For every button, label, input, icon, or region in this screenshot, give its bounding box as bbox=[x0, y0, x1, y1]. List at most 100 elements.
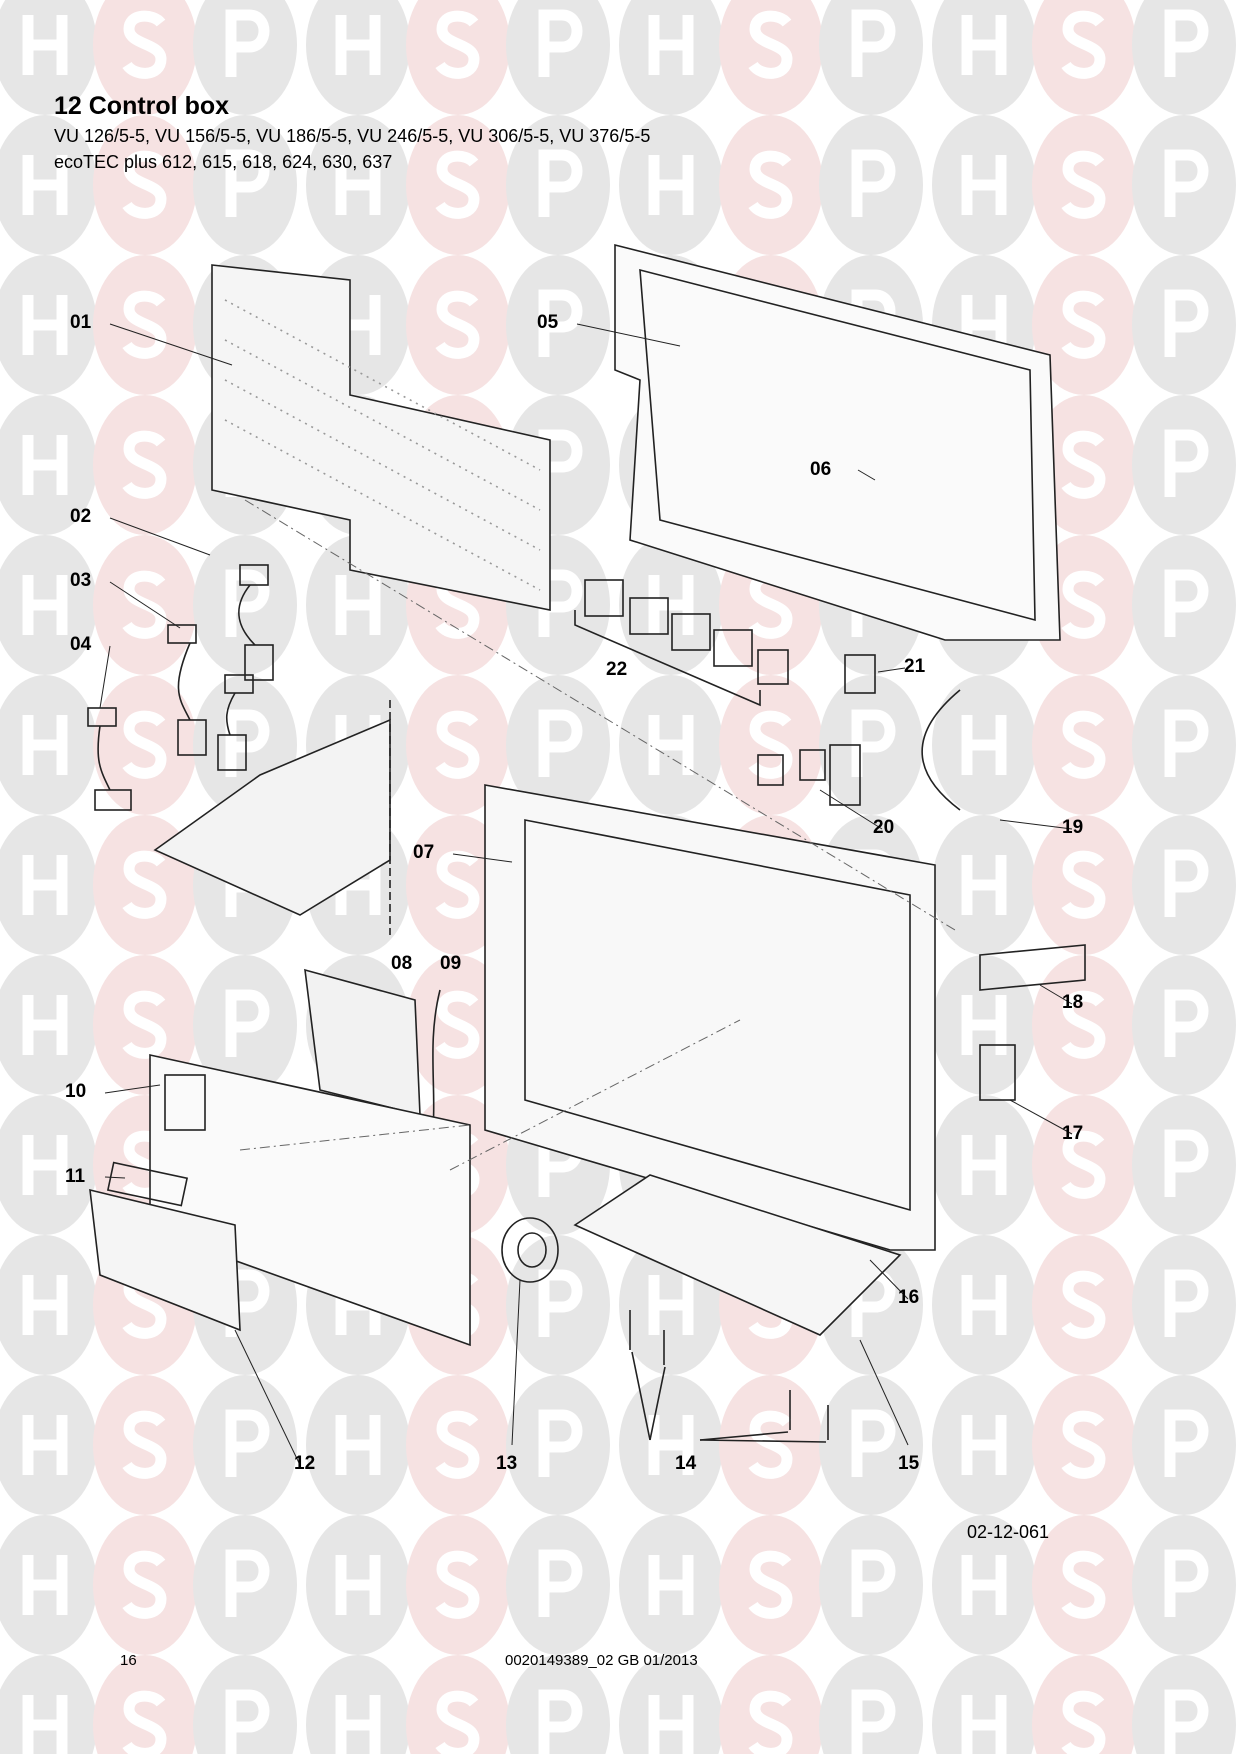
watermark-glyph-shape bbox=[1061, 1550, 1106, 1619]
watermark-glyph-shape bbox=[1164, 1549, 1209, 1617]
callout-08[interactable]: 08 bbox=[391, 953, 413, 974]
watermark-circle bbox=[932, 0, 1036, 115]
part-10-control-panel bbox=[149, 1054, 471, 1347]
callout-16[interactable]: 16 bbox=[898, 1287, 920, 1308]
watermark-circle bbox=[193, 0, 297, 115]
watermark-glyph-shape bbox=[1061, 1690, 1106, 1754]
callout-07[interactable]: 07 bbox=[413, 842, 435, 863]
callout-04[interactable]: 04 bbox=[70, 634, 92, 655]
watermark-glyph-shape bbox=[225, 569, 270, 637]
callout-15[interactable]: 15 bbox=[898, 1453, 920, 1474]
watermark-glyph-shape bbox=[538, 9, 583, 77]
document-reference: 0020149389_02 GB 01/2013 bbox=[505, 1652, 698, 1669]
part-11-cover-strip bbox=[106, 1161, 189, 1207]
part-05-rear-housing bbox=[614, 243, 1061, 641]
watermark-glyph-shape bbox=[225, 9, 270, 77]
watermark-glyph-shape bbox=[748, 150, 793, 219]
watermark-glyph-shape bbox=[335, 155, 381, 215]
watermark-circle bbox=[506, 1655, 610, 1754]
watermark-glyph-shape bbox=[122, 570, 167, 639]
watermark-circle bbox=[406, 1655, 510, 1754]
model-list-ecotec: ecoTEC plus 612, 615, 618, 624, 630, 637 bbox=[54, 152, 393, 172]
callout-01[interactable]: 01 bbox=[70, 312, 92, 333]
leader-lines bbox=[99, 323, 1073, 1466]
callout-20[interactable]: 20 bbox=[873, 817, 895, 838]
callout-18[interactable]: 18 bbox=[1062, 992, 1084, 1013]
callout-19[interactable]: 19 bbox=[1062, 817, 1084, 838]
watermark-glyph-shape bbox=[225, 1689, 270, 1754]
watermark-glyph-shape bbox=[435, 850, 480, 919]
watermark-glyph-shape bbox=[335, 1695, 381, 1754]
watermark-glyph-shape bbox=[122, 1410, 167, 1479]
watermark-circle bbox=[306, 0, 410, 115]
watermark-glyph-shape bbox=[648, 1415, 694, 1475]
watermark-glyph-shape bbox=[122, 710, 167, 779]
watermark-glyph-shape bbox=[22, 295, 68, 355]
watermark-glyph-shape bbox=[538, 1409, 583, 1477]
callout-06[interactable]: 06 bbox=[810, 459, 832, 480]
watermark-glyph-shape bbox=[122, 430, 167, 499]
watermark-glyph-shape bbox=[1061, 990, 1106, 1059]
callout-02[interactable]: 02 bbox=[70, 506, 92, 527]
assembly-lines bbox=[239, 499, 956, 1171]
watermark-glyph-shape bbox=[648, 1555, 694, 1615]
watermark-glyph-shape bbox=[22, 855, 68, 915]
part-13-knob bbox=[501, 1217, 559, 1283]
callout-11[interactable]: 11 bbox=[65, 1166, 86, 1187]
part-15-bottom-plate bbox=[573, 1174, 902, 1336]
part-12-front-cover bbox=[89, 1188, 241, 1332]
watermark-glyph-shape bbox=[748, 710, 793, 779]
watermark-circle bbox=[819, 1655, 923, 1754]
watermark-glyph-shape bbox=[851, 149, 896, 217]
watermark-circle bbox=[1132, 1655, 1236, 1754]
part-17-clip bbox=[979, 1044, 1016, 1101]
callout-14[interactable]: 14 bbox=[675, 1453, 697, 1474]
watermark-glyph-shape bbox=[538, 1689, 583, 1754]
watermark-glyph-shape bbox=[1164, 289, 1209, 357]
watermark-circle bbox=[819, 0, 923, 115]
watermark-glyph-shape bbox=[225, 1409, 270, 1477]
watermark-circle bbox=[619, 1655, 723, 1754]
watermark-glyph-shape bbox=[435, 710, 480, 779]
watermark-glyph-shape bbox=[851, 1689, 896, 1754]
callout-09[interactable]: 09 bbox=[440, 953, 462, 974]
watermark-circle bbox=[306, 1655, 410, 1754]
callout-12[interactable]: 12 bbox=[294, 1453, 316, 1474]
watermark-circle bbox=[719, 0, 823, 115]
callout-10[interactable]: 10 bbox=[65, 1081, 87, 1102]
part-19-power-cable bbox=[921, 689, 961, 811]
watermark-glyph-shape bbox=[1061, 1270, 1106, 1339]
watermark-glyph-shape bbox=[538, 149, 583, 217]
watermark-glyph-shape bbox=[225, 1269, 270, 1337]
page-number: 16 bbox=[120, 1652, 137, 1669]
callout-03[interactable]: 03 bbox=[70, 570, 92, 591]
parts-02-03-04-harnesses bbox=[87, 564, 274, 811]
watermark-glyph-shape bbox=[1061, 150, 1106, 219]
callout-05[interactable]: 05 bbox=[537, 312, 559, 333]
watermark-glyph-shape bbox=[1061, 290, 1106, 359]
watermark-glyph-shape bbox=[435, 1410, 480, 1479]
watermark-glyph-shape bbox=[22, 575, 68, 635]
callout-13[interactable]: 13 bbox=[496, 1453, 518, 1474]
watermark-glyph-shape bbox=[961, 1555, 1007, 1615]
watermark-glyph-shape bbox=[1164, 1129, 1209, 1197]
watermark-glyph-shape bbox=[122, 1690, 167, 1754]
watermark-glyph-shape bbox=[225, 989, 270, 1057]
callout-21[interactable]: 21 bbox=[904, 656, 926, 677]
watermark-circle bbox=[619, 0, 723, 115]
watermark-glyph-shape bbox=[961, 1275, 1007, 1335]
watermark-glyph-shape bbox=[22, 1555, 68, 1615]
callout-17[interactable]: 17 bbox=[1062, 1123, 1084, 1144]
watermark-glyph-shape bbox=[122, 850, 167, 919]
callout-22[interactable]: 22 bbox=[606, 659, 628, 680]
watermark-glyph-shape bbox=[538, 1269, 583, 1337]
watermark-glyph-shape bbox=[122, 150, 167, 219]
watermark-glyph-shape bbox=[648, 575, 694, 635]
watermark-glyph-shape bbox=[648, 1275, 694, 1335]
watermark-glyph-shape bbox=[335, 1555, 381, 1615]
watermark-glyph-shape bbox=[22, 1695, 68, 1754]
watermark-circle bbox=[93, 1655, 197, 1754]
drawing-reference: 02-12-061 bbox=[967, 1522, 1050, 1542]
watermark-glyph-shape bbox=[961, 1415, 1007, 1475]
